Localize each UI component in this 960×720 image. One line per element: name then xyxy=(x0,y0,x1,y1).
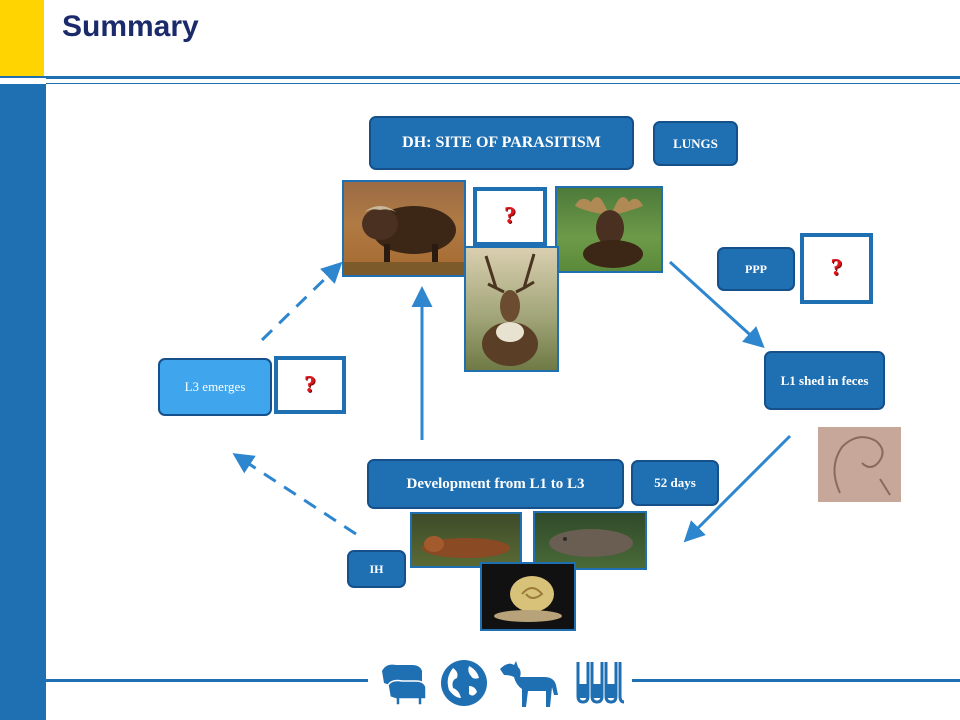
question-box-l3: ? xyxy=(274,356,346,414)
footer-rule-right xyxy=(632,679,960,682)
lungs-box: LUNGS xyxy=(653,121,738,166)
ih-box: IH xyxy=(347,550,406,588)
dashed-arrow-to-l3 xyxy=(232,453,357,536)
horse-icon xyxy=(500,661,558,707)
arrow-to-ih-images xyxy=(683,434,792,543)
moose-photo xyxy=(555,186,663,273)
header-rule xyxy=(46,76,960,79)
larva-microscope-photo xyxy=(818,427,901,502)
cattle-icon xyxy=(382,664,427,706)
question-box-dh: ? xyxy=(473,187,547,246)
left-accent-bar xyxy=(0,0,46,720)
dashed-arrow-to-dh xyxy=(260,261,343,342)
slug-photo-2 xyxy=(533,511,647,570)
globe-icon xyxy=(441,660,487,706)
caribou-photo xyxy=(464,246,559,372)
left-bar-gap xyxy=(0,78,46,84)
page-title: Summary xyxy=(62,10,199,43)
dh-site-box: DH: SITE OF PARASITISM xyxy=(369,116,634,170)
days-box: 52 days xyxy=(631,460,719,506)
question-box-ppp: ? xyxy=(800,233,873,304)
l1-shed-box: L1 shed in feces xyxy=(764,351,885,410)
l3-emerges-box: L3 emerges xyxy=(158,358,272,416)
arrow-to-l1 xyxy=(668,260,765,349)
slug-photo xyxy=(410,512,522,568)
development-box: Development from L1 to L3 xyxy=(367,459,624,509)
ppp-box: PPP xyxy=(717,247,795,291)
snail-photo xyxy=(480,562,576,631)
test-tubes-icon xyxy=(576,662,625,704)
muskox-photo xyxy=(342,180,466,277)
header-rule-thin xyxy=(46,83,960,84)
footer-rule-left xyxy=(46,679,368,682)
left-yellow-block xyxy=(0,0,46,76)
